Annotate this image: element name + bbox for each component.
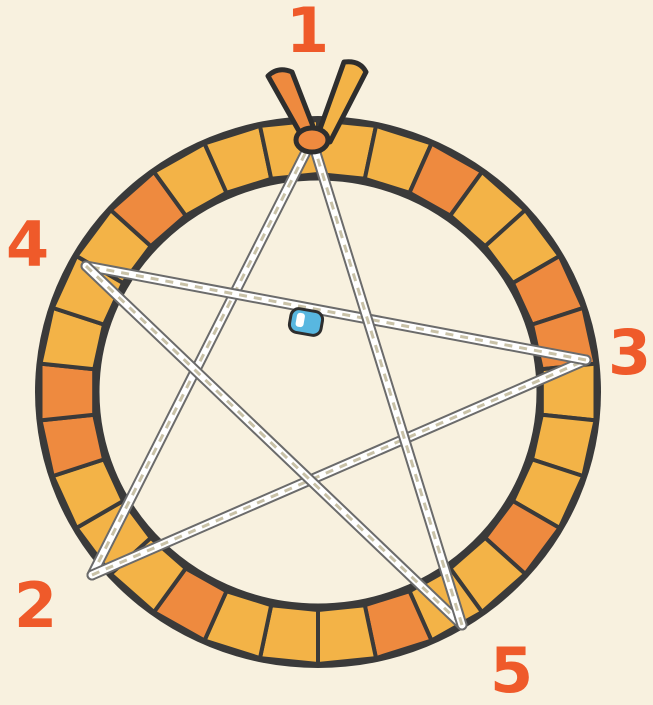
step-label-4: 4 <box>6 214 49 276</box>
blue-bead-icon <box>288 307 324 336</box>
ring-wrap-segment <box>41 364 95 421</box>
step-label-3: 3 <box>608 322 651 384</box>
step-label-5: 5 <box>490 640 533 702</box>
step-label-2: 2 <box>14 575 57 637</box>
step-label-1: 1 <box>286 0 329 62</box>
ring-wrap-segment <box>318 605 376 664</box>
